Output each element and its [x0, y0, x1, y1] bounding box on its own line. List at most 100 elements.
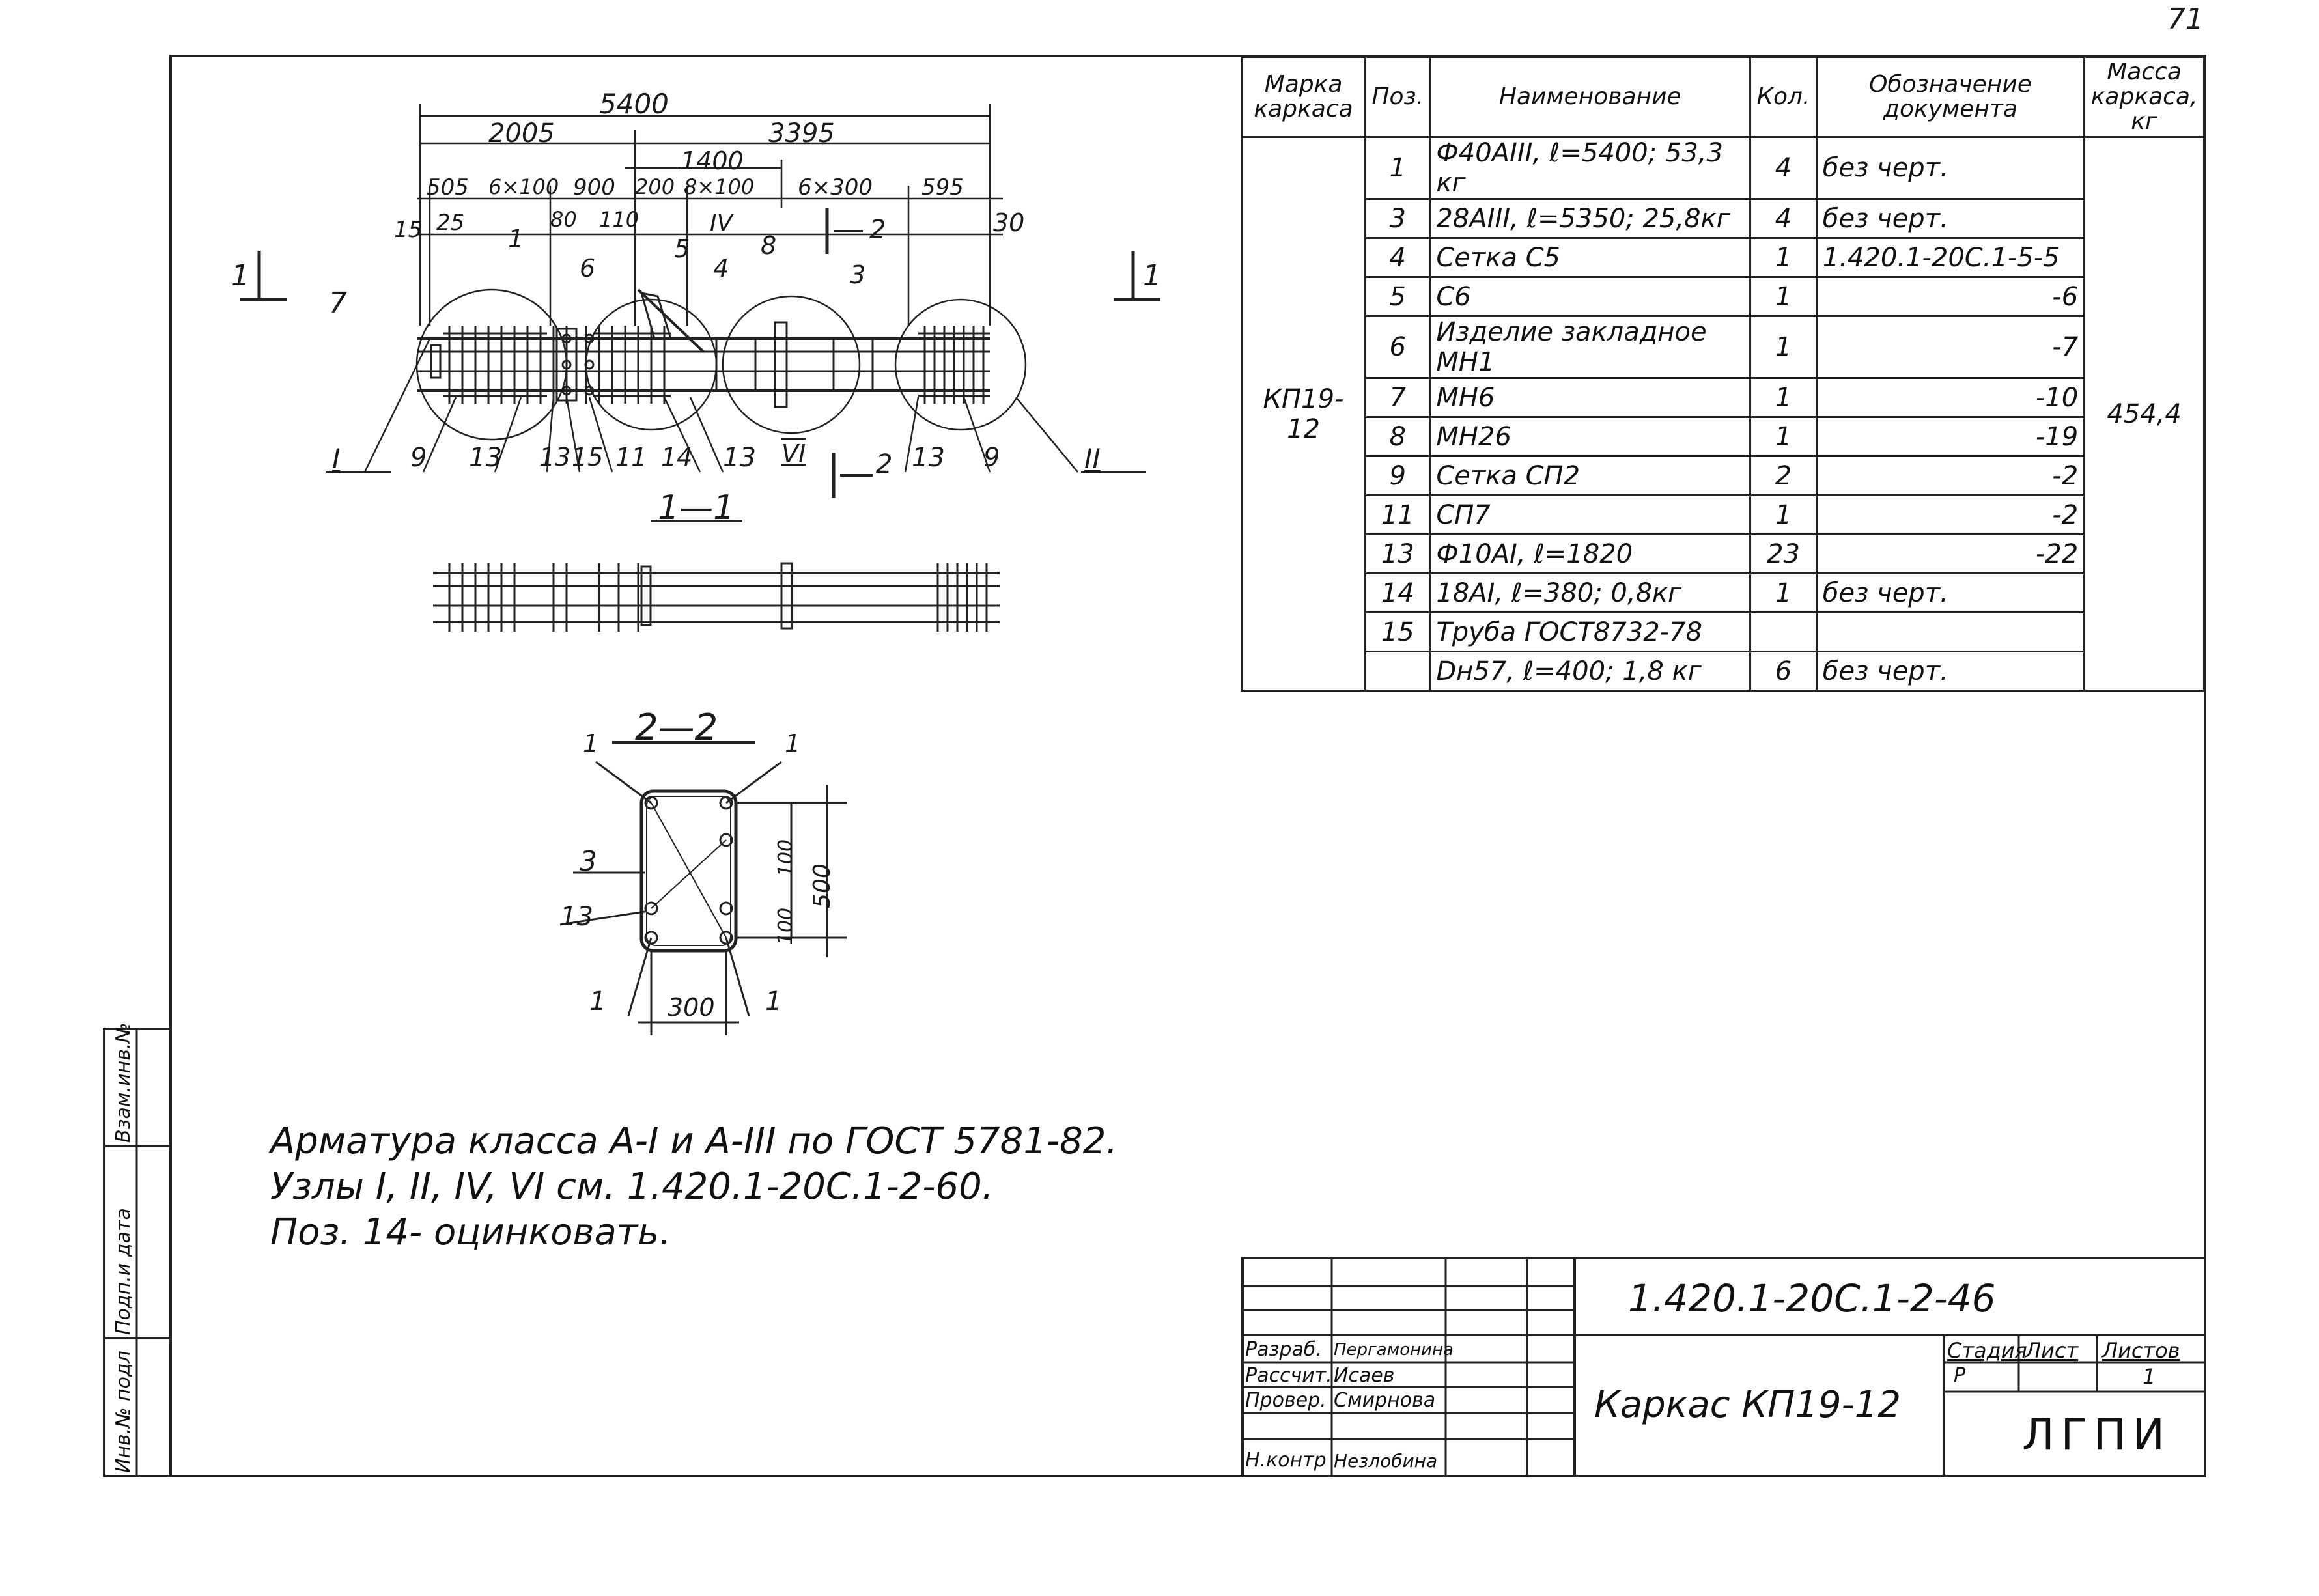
note-3: Поз. 14- оцинковать.: [270, 1211, 671, 1253]
callout-7: 7: [329, 287, 347, 320]
spec-doc-cell: -7: [1815, 315, 2086, 379]
dim-1400: 1400: [681, 147, 744, 175]
s22-label-1-br: 1: [765, 987, 782, 1016]
section-mark-1-right: 1: [1143, 259, 1161, 292]
note-2: Узлы I, II, IV, VI см. 1.420.1-20С.1-2-6…: [270, 1166, 994, 1208]
spec-doc-cell: без черт.: [1815, 198, 2086, 239]
dim-3395: 3395: [768, 119, 835, 148]
sig-name-0: Пергамонина: [1334, 1340, 1454, 1360]
title-block-sheets-value: 1: [2143, 1364, 2156, 1389]
callout-5: 5: [674, 234, 690, 263]
mesh-left: [430, 326, 547, 404]
label-15: 15: [572, 443, 604, 471]
sig-name-3: Незлобина: [1334, 1450, 1438, 1472]
spec-col-doc: Обозначение документа: [1815, 56, 2086, 138]
callout-3: 3: [850, 260, 866, 289]
dim-6x300: 6×300: [798, 175, 873, 201]
spec-mark-cell: КП19-12: [1240, 136, 1367, 692]
callout-6: 6: [580, 254, 596, 283]
dim-25: 25: [436, 210, 465, 236]
spec-pos-cell: 4: [1364, 237, 1431, 278]
spec-name-cell: СП7: [1429, 494, 1752, 535]
spec-qty-cell: 1: [1749, 416, 1818, 457]
sig-name-2: Смирнова: [1334, 1389, 1436, 1412]
spec-name-cell: Изделие закладное МН1: [1429, 315, 1752, 379]
spec-pos-cell: 3: [1364, 198, 1431, 239]
s22-label-1-tl: 1: [583, 729, 599, 758]
sig-name-1: Исаев: [1334, 1364, 1395, 1387]
title-block-stage-label: Стадия: [1947, 1338, 2027, 1363]
section-1-1: [433, 520, 1000, 632]
spec-doc-cell: -6: [1815, 276, 2086, 317]
sig-role-3: Н.контр: [1245, 1449, 1327, 1472]
title-block-stage-value: Р: [1954, 1364, 1966, 1387]
dim-15: 15: [394, 217, 423, 243]
s22-label-13: 13: [560, 902, 593, 932]
label-13-a: 13: [469, 443, 502, 473]
spec-header-row: Марка каркаса Поз. Наименование Кол. Обо…: [1240, 56, 2205, 138]
side-stamp-sign: Подп.и дата: [112, 1208, 135, 1335]
dim-505: 505: [427, 175, 469, 201]
spec-name-cell: Dн57, ℓ=400; 1,8 кг: [1429, 651, 1752, 692]
section-mark-1-left: 1: [231, 259, 249, 292]
side-stamp-replace: Взам.инв.№: [112, 1022, 135, 1143]
spec-mass-cell: 454,4: [2083, 136, 2205, 692]
callout-4: 4: [713, 254, 729, 283]
spec-qty-cell: 4: [1749, 198, 1818, 239]
spec-col-pos: Поз.: [1364, 56, 1431, 138]
main-elevation: [415, 288, 1027, 441]
spec-name-cell: 28АIII, ℓ=5350; 25,8кг: [1429, 198, 1752, 239]
spec-pos-cell: [1364, 651, 1431, 692]
spec-doc-cell: -10: [1815, 377, 2086, 418]
callout-1: 1: [508, 225, 524, 253]
spec-name-cell: Ф10АI, ℓ=1820: [1429, 533, 1752, 574]
label-node-I: I: [332, 443, 341, 475]
dim-6x100: 6×100: [488, 175, 559, 199]
spec-doc-cell: [1815, 611, 2086, 652]
spec-pos-cell: 7: [1364, 377, 1431, 418]
spec-col-name: Наименование: [1429, 56, 1752, 138]
dim-80: 80: [550, 207, 577, 232]
dim-30: 30: [993, 208, 1025, 237]
s22-label-3: 3: [580, 845, 597, 877]
label-node-II: II: [1084, 443, 1101, 475]
label-13-c: 13: [723, 443, 756, 473]
section-2-2: [559, 741, 847, 1035]
spec-doc-cell: без черт.: [1815, 651, 2086, 692]
dim-8x100: 8×100: [684, 175, 755, 199]
title-block-org: ЛГПИ: [2022, 1410, 2171, 1460]
s22-dim-500: 500: [808, 863, 836, 908]
s22-label-1-tr: 1: [785, 729, 801, 758]
spec-qty-cell: 1: [1749, 315, 1818, 379]
spec-pos-cell: 11: [1364, 494, 1431, 535]
dim-900: 900: [573, 175, 615, 201]
label-13-d: 13: [912, 443, 945, 473]
spec-col-qty: Кол.: [1749, 56, 1818, 138]
dim-110: 110: [599, 207, 639, 232]
side-stamp-inv: Инв.№ подл: [112, 1351, 135, 1473]
spec-doc-cell: -2: [1815, 455, 2086, 496]
node-circle-VI: [722, 295, 861, 434]
spec-doc-cell: без черт.: [1815, 572, 2086, 613]
spec-pos-cell: 15: [1364, 611, 1431, 652]
title-block-code: 1.420.1-20С.1-2-46: [1628, 1276, 1996, 1321]
label-node-VI: VI: [781, 440, 806, 468]
label-14: 14: [661, 443, 693, 471]
spec-qty-cell: [1749, 611, 1818, 652]
dimension-lines: [240, 104, 1160, 498]
spec-qty-cell: 1: [1749, 572, 1818, 613]
spec-name-cell: Сетка СП2: [1429, 455, 1752, 496]
spec-name-cell: МН26: [1429, 416, 1752, 457]
page-number: 71: [2167, 3, 2204, 36]
spec-qty-cell: 2: [1749, 455, 1818, 496]
spec-col-mark: Марка каркаса: [1240, 56, 1367, 138]
callout-IV: IV: [710, 210, 733, 236]
label-9-right: 9: [983, 443, 1000, 473]
